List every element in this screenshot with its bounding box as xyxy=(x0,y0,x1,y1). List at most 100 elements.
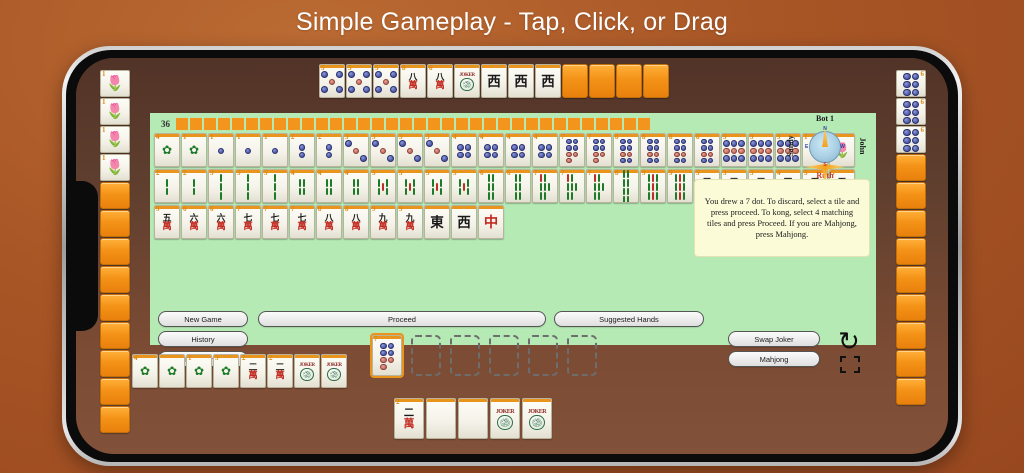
tile-face-down xyxy=(100,210,130,237)
discard-slot[interactable] xyxy=(567,335,597,376)
tile-flower-4[interactable]: 4✿ xyxy=(132,354,158,388)
tile-joker-JOKER[interactable]: JOKER xyxy=(294,354,320,388)
tile-dot-8[interactable]: 8 xyxy=(640,133,666,167)
tile-dot-2[interactable]: 2 xyxy=(316,133,342,167)
tile-dot-4[interactable]: 4 xyxy=(532,133,558,167)
tile-bam-9[interactable]: 9 xyxy=(667,169,693,203)
tile-blank[interactable] xyxy=(458,398,488,439)
tile-dot-7[interactable]: 7 xyxy=(559,133,585,167)
refresh-icon[interactable]: ↻ xyxy=(838,327,860,357)
tile-dot-4[interactable]: 4 xyxy=(505,133,531,167)
history-button[interactable]: History xyxy=(158,331,248,347)
tile-face-down xyxy=(100,378,130,405)
discard-slot[interactable] xyxy=(450,335,480,376)
tile-bam-4[interactable]: 4 xyxy=(343,169,369,203)
tile-bam-7[interactable]: 7 xyxy=(586,169,612,203)
tile-bam-5[interactable]: 5 xyxy=(451,169,477,203)
tile-dot-3[interactable]: 3 xyxy=(397,133,423,167)
tile-dot-3[interactable]: 3 xyxy=(424,133,450,167)
tile-dot-7[interactable]: 7 xyxy=(586,133,612,167)
suggested-hands-button[interactable]: Suggested Hands xyxy=(554,311,704,327)
discard-slot[interactable] xyxy=(489,335,519,376)
discard-area[interactable]: 7 xyxy=(370,333,597,378)
tile-dot-8[interactable]: 8 xyxy=(667,133,693,167)
tile-bam-3[interactable]: 3 xyxy=(208,169,234,203)
tile-flower-0[interactable]: ✿ xyxy=(159,354,185,388)
tile-joker-JOKER[interactable]: JOKER xyxy=(490,398,520,439)
tile-wind-W: 西 xyxy=(508,64,534,98)
tile-bam-6[interactable]: 6 xyxy=(478,169,504,203)
tile-dot-3[interactable]: 3 xyxy=(370,133,396,167)
tile-wind-W[interactable]: 西 xyxy=(451,205,477,239)
tile-dot-9[interactable]: 9 xyxy=(721,133,747,167)
wall-segment xyxy=(610,118,622,130)
tile-flower-4[interactable]: 4✿ xyxy=(154,133,180,167)
tile-flower-3[interactable]: 3✿ xyxy=(213,354,239,388)
tile-face-down xyxy=(896,294,926,321)
compass-player-north: Bot 1 xyxy=(816,114,834,123)
compass-dir-s: S xyxy=(823,162,827,169)
tile-dot-1[interactable]: 1 xyxy=(262,133,288,167)
tile-bam-5[interactable]: 5 xyxy=(370,169,396,203)
tile-flower-1[interactable]: 1✿ xyxy=(181,133,207,167)
tile-bam-2[interactable]: 2 xyxy=(154,169,180,203)
tile-bam-4[interactable]: 4 xyxy=(289,169,315,203)
tile-bam-5[interactable]: 5 xyxy=(424,169,450,203)
tile-dot-2[interactable]: 2 xyxy=(289,133,315,167)
tile-bam-2[interactable]: 2 xyxy=(181,169,207,203)
tile-bam-9[interactable]: 9 xyxy=(640,169,666,203)
tile-dot-9[interactable]: 9 xyxy=(748,133,774,167)
tile-bam-7[interactable]: 7 xyxy=(559,169,585,203)
tile-dot-1[interactable]: 1 xyxy=(208,133,234,167)
proceed-button[interactable]: Proceed xyxy=(258,311,546,327)
discard-slot[interactable] xyxy=(528,335,558,376)
swap-joker-button[interactable]: Swap Joker xyxy=(728,331,820,347)
tile-dot-3[interactable]: 3 xyxy=(343,133,369,167)
tile-bam-5[interactable]: 5 xyxy=(397,169,423,203)
discard-slot[interactable] xyxy=(411,335,441,376)
tile-joker-JOKER[interactable]: JOKER xyxy=(522,398,552,439)
discard-selected-tile[interactable]: 7 xyxy=(370,333,404,378)
wall-segment xyxy=(442,118,454,130)
new-game-button[interactable]: New Game xyxy=(158,311,248,327)
tile-bam-3[interactable]: 3 xyxy=(262,169,288,203)
tile-bam-7[interactable]: 7 xyxy=(532,169,558,203)
tile-flower-1[interactable]: 1✿ xyxy=(186,354,212,388)
tile-bam-8[interactable]: 8 xyxy=(613,169,639,203)
mahjong-button[interactable]: Mahjong xyxy=(728,351,820,367)
tile-dot-9[interactable]: 9 xyxy=(775,133,801,167)
tile-dot-1[interactable]: 1 xyxy=(235,133,261,167)
tile-blank[interactable] xyxy=(426,398,456,439)
tile-bam-6[interactable]: 6 xyxy=(505,169,531,203)
tile-bam-3[interactable]: 3 xyxy=(235,169,261,203)
tile-wind-E[interactable]: 東 xyxy=(424,205,450,239)
tile-bam-1: 1🌷 xyxy=(100,98,130,125)
tile-dot-8[interactable]: 8 xyxy=(613,133,639,167)
tile-joker-JOKER[interactable]: JOKER xyxy=(321,354,347,388)
tile-bam-4[interactable]: 4 xyxy=(316,169,342,203)
tile-dot-4[interactable]: 4 xyxy=(478,133,504,167)
tile-dragon-red[interactable]: 中 xyxy=(478,205,504,239)
tile-face-down xyxy=(100,182,130,209)
tile-dot-4[interactable]: 4 xyxy=(451,133,477,167)
crop-icon[interactable] xyxy=(840,356,860,373)
tile-dot-8[interactable]: 8 xyxy=(694,133,720,167)
